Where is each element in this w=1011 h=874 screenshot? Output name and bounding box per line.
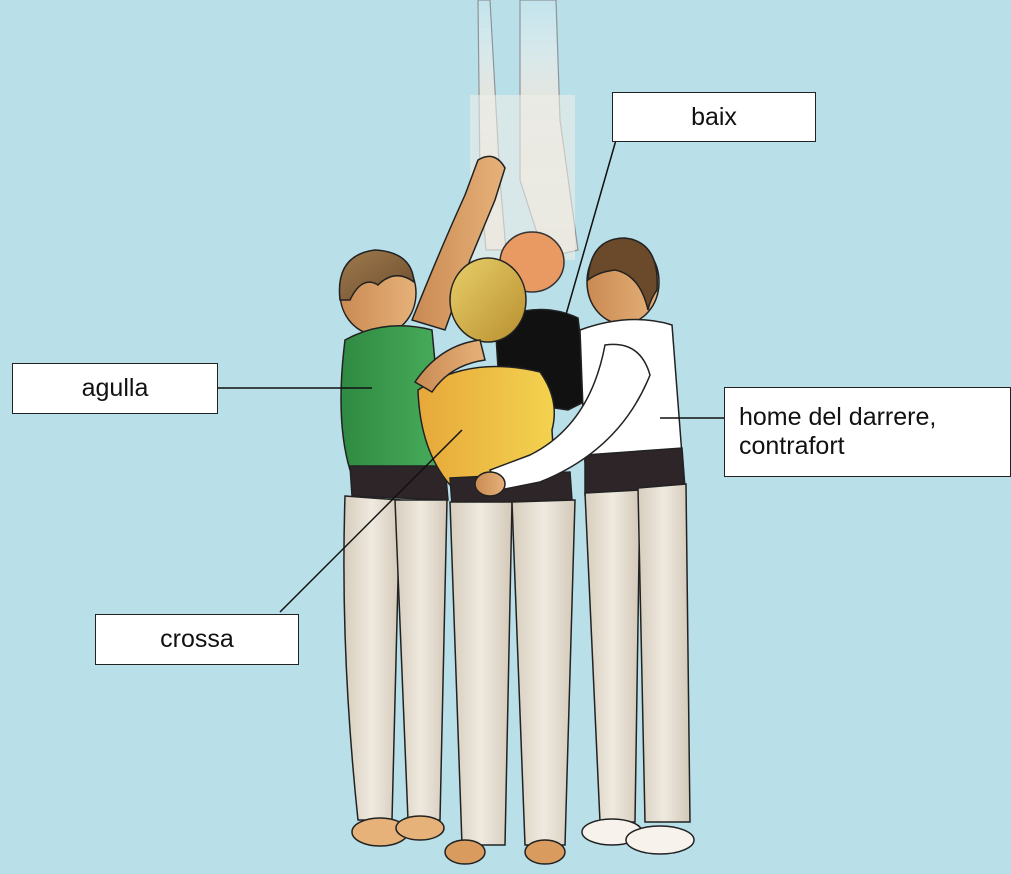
label-crossa-text: crossa <box>160 625 234 654</box>
label-contrafort-text: home del darrere, contrafort <box>739 403 936 461</box>
label-baix-text: baix <box>691 103 737 132</box>
label-baix: baix <box>612 92 816 142</box>
label-agulla-text: agulla <box>82 374 149 403</box>
label-crossa: crossa <box>95 614 299 665</box>
contrafort-figure <box>580 238 694 854</box>
label-contrafort: home del darrere, contrafort <box>724 387 1011 477</box>
label-agulla: agulla <box>12 363 218 414</box>
